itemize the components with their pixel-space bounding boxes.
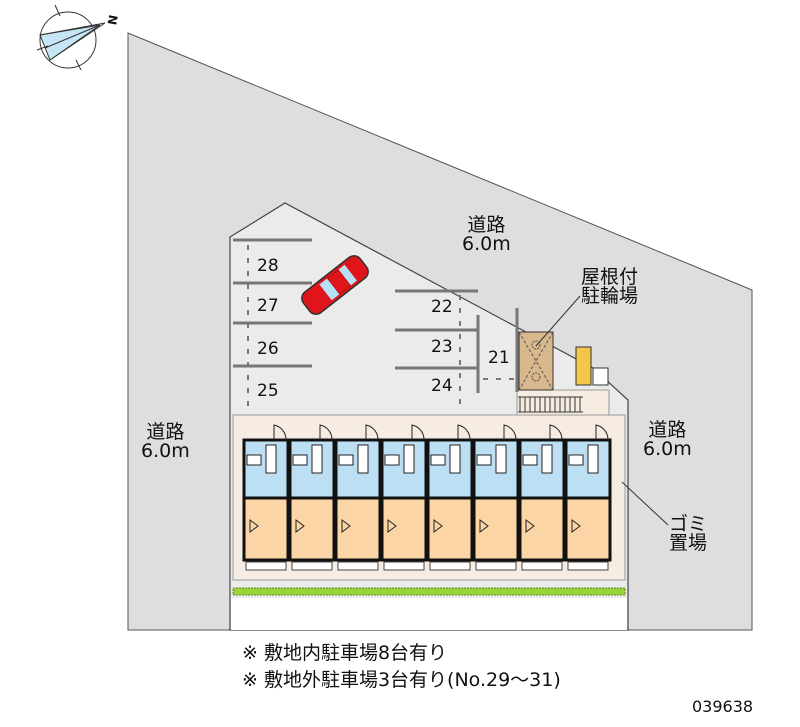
below-hedge bbox=[231, 598, 627, 630]
parking-space-25: 25 bbox=[257, 381, 279, 401]
compass-north-label: N bbox=[105, 13, 121, 27]
apartment-unit bbox=[564, 424, 612, 571]
apartment-units bbox=[242, 424, 612, 571]
apartment-unit bbox=[472, 424, 520, 571]
apartment-unit bbox=[242, 424, 290, 571]
parking-space-26: 26 bbox=[257, 339, 279, 359]
bike-parking-label: 屋根付駐輪場 bbox=[581, 266, 639, 307]
bike-shelter bbox=[518, 331, 554, 391]
note-onsite-parking: ※ 敷地内駐車場8台有り bbox=[242, 642, 448, 664]
car-icon bbox=[301, 255, 369, 315]
apartment-unit bbox=[518, 424, 566, 571]
apartment-unit bbox=[288, 424, 336, 571]
property-code: 039638 bbox=[692, 697, 754, 716]
garbage-leader bbox=[621, 481, 669, 526]
apartment-unit bbox=[380, 424, 428, 571]
parking-lines bbox=[233, 238, 519, 393]
note-offsite-parking: ※ 敷地外駐車場3台有り(No.29～31) bbox=[242, 669, 561, 691]
mailbox bbox=[575, 346, 592, 386]
parking-space-27: 27 bbox=[257, 296, 279, 316]
parking-space-24: 24 bbox=[431, 376, 453, 396]
parking-space-23: 23 bbox=[431, 337, 453, 357]
compass-icon bbox=[36, 4, 106, 71]
parking-space-22: 22 bbox=[431, 297, 453, 317]
apartment-unit bbox=[334, 424, 382, 571]
parking-space-21: 21 bbox=[488, 348, 510, 368]
hedge bbox=[232, 587, 626, 596]
parking-space-28: 28 bbox=[257, 256, 279, 276]
garbage-area-label: ゴミ置場 bbox=[669, 513, 708, 554]
bike-leader bbox=[535, 295, 581, 347]
entrance-steps bbox=[516, 389, 610, 416]
apartment-unit bbox=[426, 424, 474, 571]
garbage-box-small bbox=[592, 367, 609, 386]
wheel-stops bbox=[247, 245, 515, 410]
